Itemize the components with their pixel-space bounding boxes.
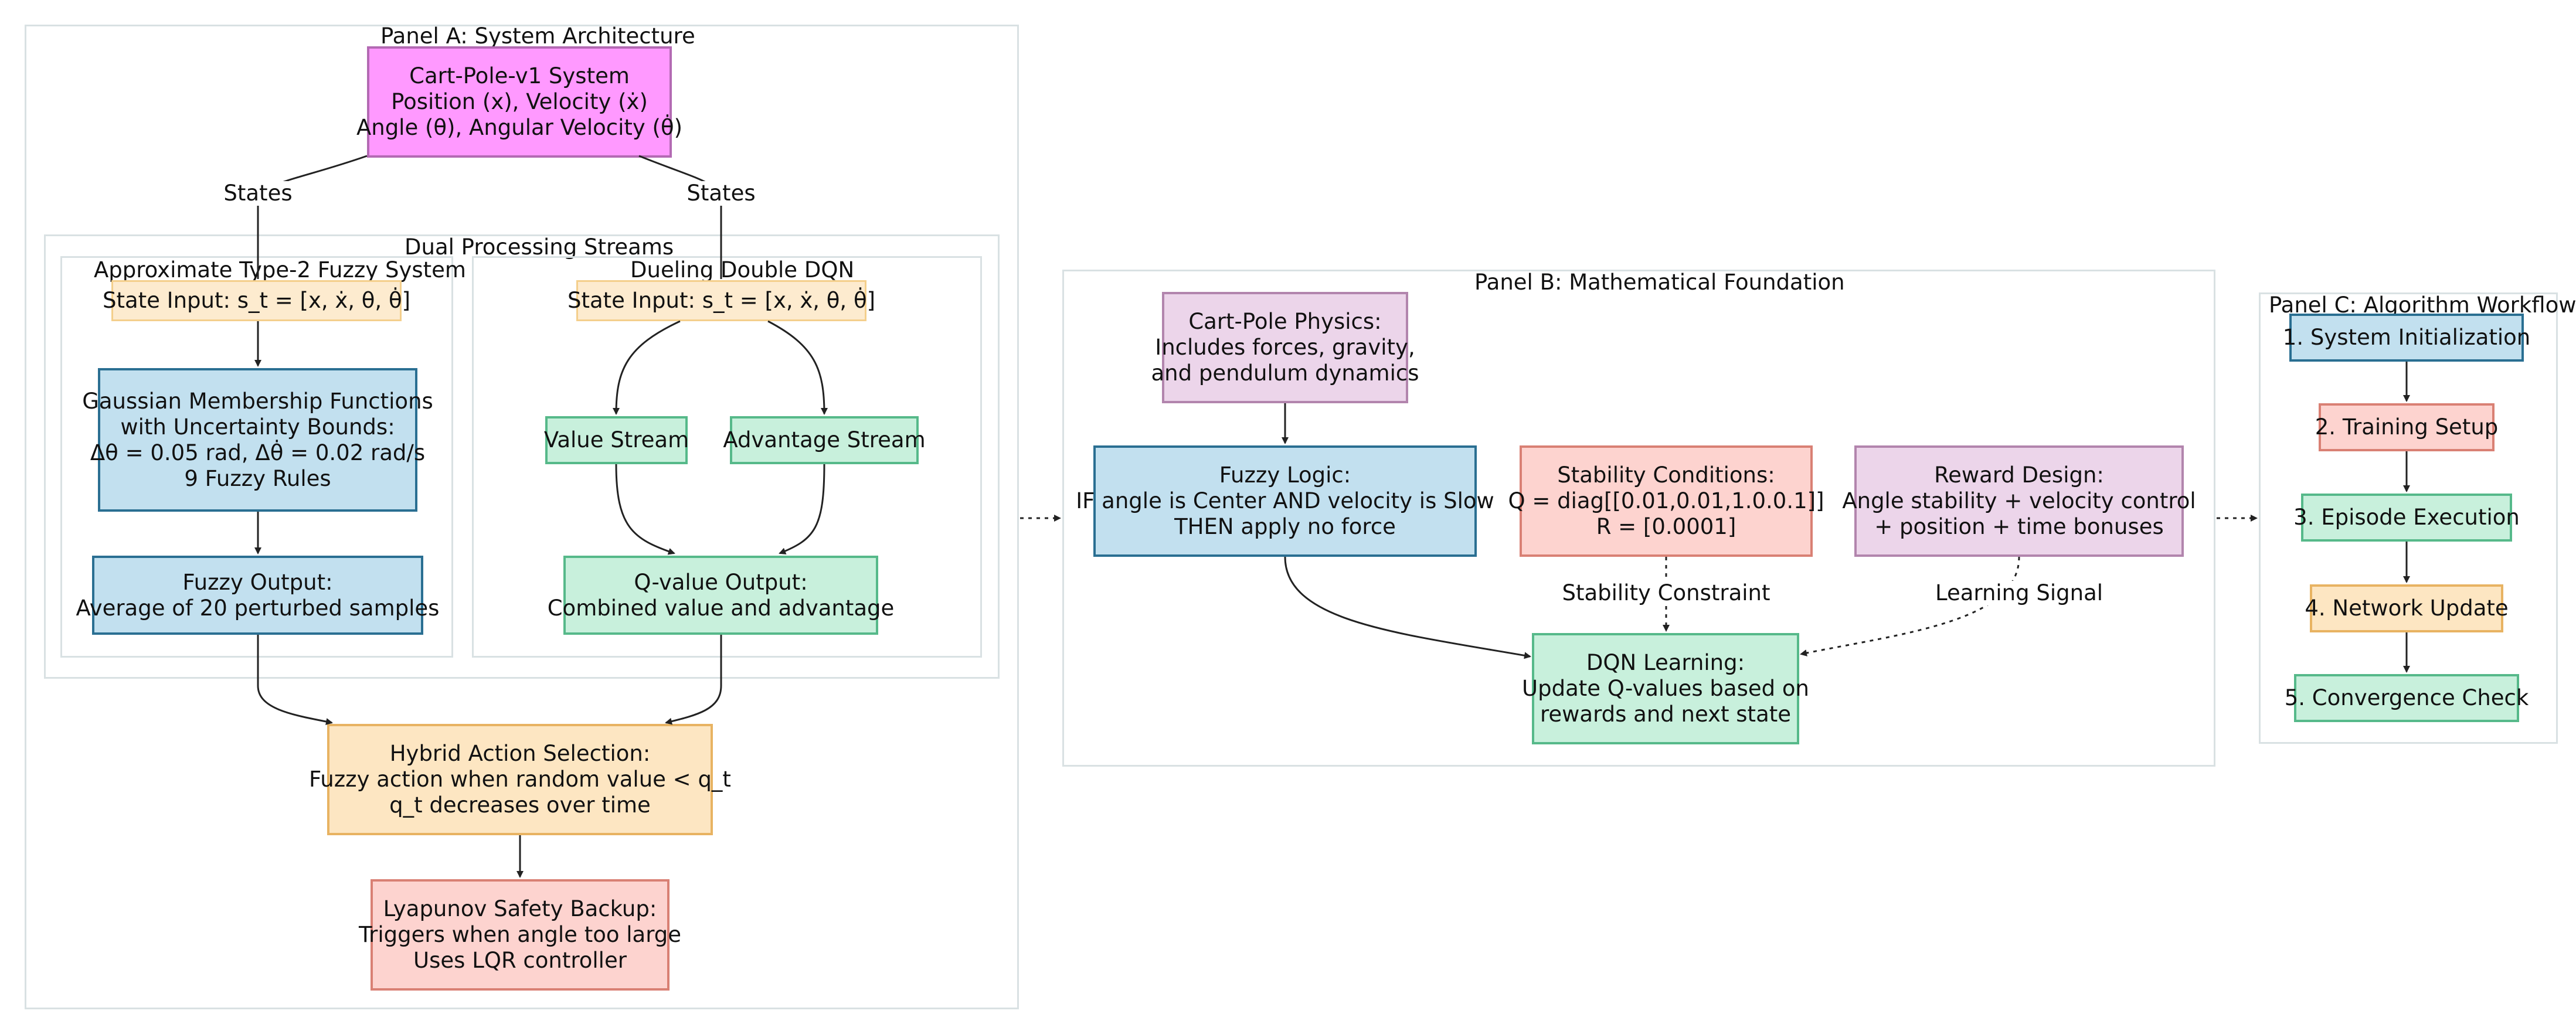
edge-fuzzy-output-to-hybrid xyxy=(257,635,333,725)
dueling-dqn-container xyxy=(472,256,982,658)
panel-c-title: Panel C: Algorithm Workflow xyxy=(2269,292,2576,318)
edge-label-states-right: States xyxy=(683,181,759,206)
edge-label-states-left: States xyxy=(220,181,296,206)
node-text-line: Update Q-values based on xyxy=(1522,676,1809,701)
node-text-line: Δθ = 0.05 rad, Δθ̇ = 0.02 rad/s xyxy=(90,440,426,465)
dueling-dqn-title: Dueling Double DQN xyxy=(630,257,855,283)
node-text-line: Combined value and advantage xyxy=(547,595,895,621)
step-training-setup-node: 2. Training Setup xyxy=(2315,403,2498,451)
edge-label-learning-signal: Learning Signal xyxy=(1931,581,2107,605)
node-text-line: with Uncertainty Bounds: xyxy=(120,414,395,440)
node-text-line: Angle stability + velocity control xyxy=(1842,488,2196,513)
node-text-line: q_t decreases over time xyxy=(389,792,651,818)
node-text-line: Triggers when angle too large xyxy=(358,922,682,947)
edge-label-stability-constraint: Stability Constraint xyxy=(1558,581,1774,605)
fuzzy-logic-node: Fuzzy Logic:IF angle is Center AND veloc… xyxy=(1076,445,1494,557)
node-text-line: THEN apply no force xyxy=(1174,514,1396,539)
node-text-line: and pendulum dynamics xyxy=(1151,360,1419,386)
advantage-stream-node: Advantage Stream xyxy=(723,416,926,464)
node-text-line: 9 Fuzzy Rules xyxy=(184,465,331,491)
node-text-line: Fuzzy action when random value < q_t xyxy=(309,767,731,792)
node-text-line: Stability Conditions: xyxy=(1557,462,1775,488)
edge-dqn-input-to-value xyxy=(613,320,681,415)
stability-conditions-node: Stability Conditions:Q = diag[[0.01,0.01… xyxy=(1508,445,1824,557)
node-text-line: Fuzzy Logic: xyxy=(1219,462,1351,488)
node-text-line: State Input: s_t = [x, ẋ, θ, θ̇] xyxy=(567,288,876,313)
edge-dqn-input-to-advantage xyxy=(767,320,828,415)
edge-q-output-to-hybrid xyxy=(665,635,722,725)
node-text-line: 2. Training Setup xyxy=(2315,414,2499,440)
fuzzy-system-container xyxy=(60,256,453,658)
panel-a-title: Panel A: System Architecture xyxy=(380,23,695,49)
node-text-line: Hybrid Action Selection: xyxy=(389,741,651,766)
node-text-line: R = [0.0001] xyxy=(1596,514,1736,539)
node-text-line: Value Stream xyxy=(543,427,689,452)
node-text-line: IF angle is Center AND velocity is Slow xyxy=(1076,488,1494,513)
node-text-line: State Input: s_t = [x, ẋ, θ, θ̇] xyxy=(102,288,411,313)
node-text-line: Cart-Pole Physics: xyxy=(1188,309,1382,334)
node-text-line: Uses LQR controller xyxy=(413,948,627,973)
q-value-output-node: Q-value Output:Combined value and advant… xyxy=(548,556,894,635)
node-text-line: Fuzzy Output: xyxy=(182,569,333,595)
reward-design-node: Reward Design:Angle stability + velocity… xyxy=(1842,445,2196,557)
panel-c xyxy=(2259,292,2558,744)
edge-cartpole-to-fuzzy-input xyxy=(257,155,368,279)
node-text-line: Lyapunov Safety Backup: xyxy=(383,896,657,921)
step-episode-execution-node: 3. Episode Execution xyxy=(2293,494,2520,542)
lyapunov-backup-node: Lyapunov Safety Backup:Triggers when ang… xyxy=(359,879,681,991)
node-text-line: Reward Design: xyxy=(1934,462,2104,488)
fuzzy-system-title: Approximate Type-2 Fuzzy System xyxy=(94,257,466,283)
node-text-line: Includes forces, gravity, xyxy=(1155,335,1415,360)
step-convergence-check-node: 5. Convergence Check xyxy=(2285,674,2529,722)
step-network-update-node: 4. Network Update xyxy=(2305,584,2509,632)
node-text-line: + position + time bonuses xyxy=(1874,514,2164,539)
node-text-line: 3. Episode Execution xyxy=(2293,505,2520,530)
node-text-line: Gaussian Membership Functions xyxy=(82,388,433,414)
panel-a xyxy=(25,25,1019,1009)
node-text-line: Average of 20 perturbed samples xyxy=(76,595,440,621)
edge-reward-to-dqn xyxy=(1800,556,2020,656)
node-text-line: Q-value Output: xyxy=(634,569,808,595)
edge-cartpole-to-dqn-input xyxy=(638,155,722,279)
dual-streams-container xyxy=(44,234,1000,679)
step-system-initialization-node: 1. System Initialization xyxy=(2283,314,2530,362)
dual-streams-title: Dual Processing Streams xyxy=(405,234,674,260)
dqn-state-input-node: State Input: s_t = [x, ẋ, θ, θ̇] xyxy=(567,280,875,321)
node-text-line: DQN Learning: xyxy=(1586,650,1745,675)
cartpole-physics-node: Cart-Pole Physics:Includes forces, gravi… xyxy=(1151,292,1419,403)
node-text-line: 1. System Initialization xyxy=(2282,325,2531,350)
node-text-line: Angle (θ), Angular Velocity (θ̇) xyxy=(356,115,683,140)
edge-value-to-q-output xyxy=(615,464,675,555)
node-text-line: Advantage Stream xyxy=(723,427,926,452)
node-text-line: rewards and next state xyxy=(1540,702,1792,727)
node-text-line: Cart-Pole-v1 System xyxy=(409,63,630,89)
node-text-line: 4. Network Update xyxy=(2305,596,2509,621)
node-text-line: Position (x), Velocity (ẋ) xyxy=(391,89,648,114)
fuzzy-state-input-node: State Input: s_t = [x, ẋ, θ, θ̇] xyxy=(103,280,410,321)
fuzzy-output-node: Fuzzy Output:Average of 20 perturbed sam… xyxy=(76,556,439,635)
panel-b-title: Panel B: Mathematical Foundation xyxy=(1474,270,1845,295)
hybrid-action-node: Hybrid Action Selection:Fuzzy action whe… xyxy=(309,724,731,835)
edge-advantage-to-q-output xyxy=(779,464,825,554)
panel-b xyxy=(1062,270,2215,767)
edge-fuzzy-logic-to-dqn xyxy=(1284,556,1531,659)
node-text-line: 5. Convergence Check xyxy=(2284,685,2529,710)
node-text-line: Q = diag[[0.01,0.01,1.0.0.1]] xyxy=(1508,488,1824,513)
value-stream-node: Value Stream xyxy=(543,416,689,464)
